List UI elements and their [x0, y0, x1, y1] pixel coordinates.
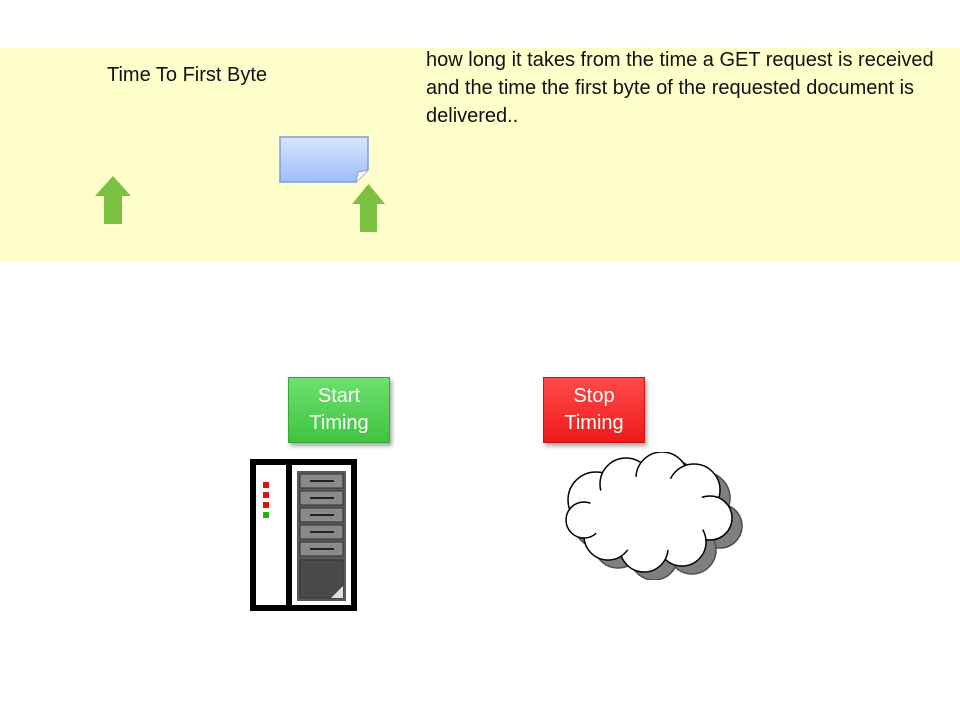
- document-icon: [279, 136, 369, 183]
- server-icon: [250, 459, 357, 611]
- up-arrow-icon: [352, 184, 385, 232]
- stop-timing-button[interactable]: Stop Timing: [543, 377, 645, 443]
- highlight-band: [0, 48, 960, 262]
- definition-text: how long it takes from the time a GET re…: [426, 49, 934, 127]
- start-timing-button[interactable]: Start Timing: [288, 377, 390, 443]
- up-arrow-icon: [95, 176, 131, 224]
- cloud-icon: [565, 452, 743, 580]
- diagram-title: Time To First Byte: [107, 64, 268, 86]
